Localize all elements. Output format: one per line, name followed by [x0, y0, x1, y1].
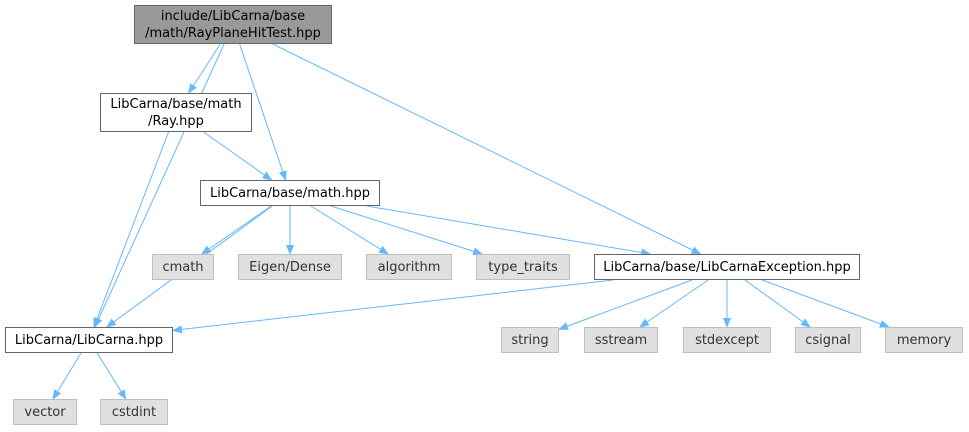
node-ray-hpp-line2: /Ray.hpp [148, 113, 204, 129]
node-csignal-label: csignal [805, 332, 851, 348]
node-math-hpp[interactable]: LibCarna/base/math.hpp [200, 180, 380, 206]
edge-math-to-exception [366, 205, 652, 257]
edge-ray-to-libcarna [93, 131, 170, 328]
node-algorithm: algorithm [366, 254, 452, 280]
edge-math-to-type_traits [330, 205, 484, 256]
node-string: string [501, 327, 559, 353]
node-math-hpp-label: LibCarna/base/math.hpp [209, 185, 371, 201]
edge-exception-to-csignal [744, 279, 811, 328]
node-libcarnaexception-hpp-label: LibCarna/base/LibCarnaException.hpp [603, 259, 851, 275]
node-cmath-label: cmath [162, 259, 204, 275]
edge-exception-to-sstream [639, 279, 709, 328]
edge-layer [52, 43, 890, 400]
node-ray-hpp[interactable]: LibCarna/base/math /Ray.hpp [100, 93, 252, 132]
node-eigen-dense: Eigen/Dense [238, 254, 342, 280]
node-sstream: sstream [584, 327, 658, 353]
node-memory-label: memory [896, 332, 952, 348]
node-string-label: string [511, 332, 549, 348]
node-vector-label: vector [24, 404, 66, 420]
node-algorithm-label: algorithm [377, 259, 441, 275]
node-libcarna-hpp[interactable]: LibCarna/LibCarna.hpp [5, 327, 173, 353]
node-libcarna-hpp-label: LibCarna/LibCarna.hpp [14, 332, 164, 348]
node-libcarnaexception-hpp[interactable]: LibCarna/base/LibCarnaException.hpp [594, 254, 860, 280]
edge-exception-to-memory [761, 279, 890, 328]
edge-root-to-exception [272, 43, 702, 255]
edge-exception-to-libcarna [172, 279, 614, 334]
edge-exception-to-string [558, 279, 693, 330]
edge-math-to-cmath [200, 205, 272, 255]
node-cstdint-label: cstdint [111, 404, 157, 420]
node-sstream-label: sstream [594, 332, 648, 348]
node-root-file-line2: /math/RayPlaneHitTest.hpp [145, 25, 321, 41]
edge-math-to-algorithm [310, 205, 389, 255]
node-cmath: cmath [152, 254, 214, 280]
edge-root-to-libcarna [94, 43, 225, 328]
node-type-traits: type_traits [476, 254, 570, 280]
node-ray-hpp-line1: LibCarna/base/math [110, 96, 242, 112]
edge-root-to-math [239, 43, 287, 181]
node-root-file-line1: include/LibCarna/base [160, 8, 306, 24]
edge-libcarna-to-vector [52, 352, 82, 400]
node-type-traits-label: type_traits [488, 259, 558, 275]
node-cstdint: cstdint [100, 399, 168, 425]
edge-root-to-ray [188, 43, 221, 94]
edge-libcarna-to-cstdint [96, 352, 127, 400]
node-csignal: csignal [795, 327, 861, 353]
node-stdexcept-label: stdexcept [695, 332, 759, 348]
node-root-file[interactable]: include/LibCarna/base /math/RayPlaneHitT… [134, 5, 332, 44]
node-eigen-dense-label: Eigen/Dense [249, 259, 331, 275]
node-memory: memory [885, 327, 963, 353]
edge-ray-to-math [203, 131, 273, 181]
node-stdexcept: stdexcept [683, 327, 771, 353]
node-vector: vector [13, 399, 77, 425]
